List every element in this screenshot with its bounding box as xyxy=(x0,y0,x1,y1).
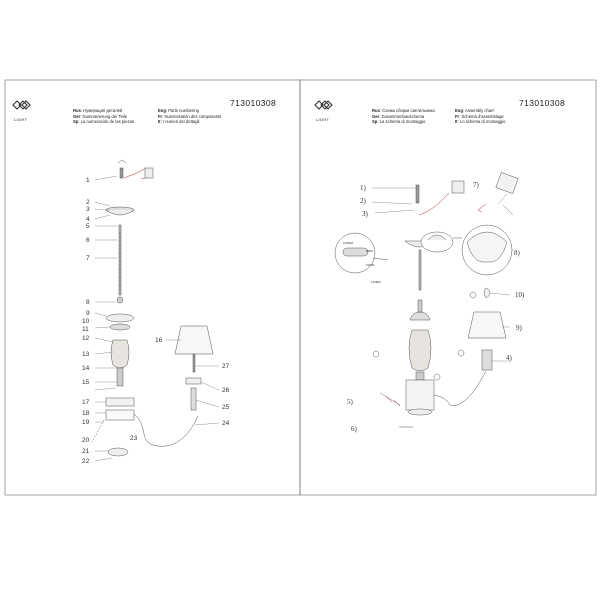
step-label: 6) xyxy=(351,425,358,433)
dimension-label: 5MM xyxy=(366,249,373,253)
legend-line: Sp: La schema di montaggio xyxy=(372,119,426,125)
part-number: 11 xyxy=(82,326,89,333)
part-number: 21 xyxy=(82,448,90,455)
brand-logo-text: LIGHT xyxy=(14,117,28,122)
part-number: 13 xyxy=(82,351,90,358)
part-number: 3 xyxy=(86,206,90,213)
legend-line: It: I numeri dei dettagli xyxy=(158,119,200,125)
legend-line: Rus: Нумерация деталей xyxy=(73,108,123,113)
step-label: 3) xyxy=(362,210,369,218)
legend-line: It: Lo schema di montaggio xyxy=(455,119,506,125)
vase-body xyxy=(408,329,432,372)
legend-line: Rus: Схема сборки светильника xyxy=(372,108,435,113)
socket-part xyxy=(185,377,202,385)
legend-left-col: Rus: Схема сборки светильника Ger: Zusam… xyxy=(372,108,435,125)
arm-part xyxy=(133,413,199,447)
dimension-label: 110MM xyxy=(371,280,381,284)
part-number: 16 xyxy=(155,337,163,344)
legend-left-col: Rus: Нумерация деталей Ger: Nummerierung… xyxy=(73,108,134,125)
step-label: 4) xyxy=(506,354,513,362)
part-number: 22 xyxy=(82,458,90,465)
finial-part xyxy=(107,447,129,457)
brand-logo-icon xyxy=(314,100,333,110)
bulb-part xyxy=(483,287,491,299)
lamp-shade xyxy=(467,311,507,339)
dimension-label: 100MM xyxy=(343,241,354,245)
part-number: 25 xyxy=(222,404,230,411)
part-number: 14 xyxy=(82,365,90,372)
step-label: 10) xyxy=(515,291,525,299)
ring-part xyxy=(116,296,124,304)
part-number: 6 xyxy=(86,237,90,244)
legend-line: Ger: Zusammenbauschema xyxy=(372,113,425,119)
part-number: 17 xyxy=(82,399,90,406)
part-number: 9 xyxy=(86,310,90,317)
part-number: 5 xyxy=(86,223,90,230)
parts-diagram: 1 2 3 4 5 6 7 8 9 10 11 12 13 14 15 16 1… xyxy=(82,159,230,465)
step-label: 1) xyxy=(360,184,367,192)
part-number: 12 xyxy=(82,335,90,342)
junction-box xyxy=(451,180,465,194)
part-number: 23 xyxy=(130,435,138,442)
part-number: 2 xyxy=(86,199,90,206)
dimension-label: 10MM xyxy=(366,263,375,267)
step-label: 8) xyxy=(514,249,521,257)
screw-part xyxy=(119,167,124,179)
legend-right-col: Eng: Assembly chart Fr: Schéma d'assembl… xyxy=(455,108,506,125)
part-number: 24 xyxy=(222,420,230,427)
part-number: 19 xyxy=(82,419,90,426)
arm-part xyxy=(433,370,487,406)
part-number: 26 xyxy=(222,387,230,394)
brand-logo-text: LIGHT xyxy=(316,117,330,122)
part-number: 4 xyxy=(86,216,90,223)
brand-logo-icon xyxy=(12,100,31,110)
legend-line: Eng: Assembly chart xyxy=(455,108,494,113)
legend-right-col: Eng: Parts numbering Fr: Numérotation de… xyxy=(158,108,221,125)
legend-line: Fr: Schéma d'assemblage xyxy=(455,113,504,119)
step-label: 7) xyxy=(473,181,480,189)
legend-line: Fr: Numérotation des composants xyxy=(158,113,222,119)
product-code: 713010308 xyxy=(519,98,566,108)
product-code: 713010308 xyxy=(230,98,277,108)
legend-line: Sp: La numeración de las piezas xyxy=(73,119,134,125)
part-number: 8 xyxy=(86,299,90,306)
cup-part xyxy=(105,313,135,323)
part-number: 27 xyxy=(222,363,230,370)
part-number: 1 xyxy=(86,177,90,184)
step-label: 2) xyxy=(360,197,367,205)
part-number: 7 xyxy=(86,255,90,262)
legend-line: Eng: Parts numbering xyxy=(158,108,199,113)
part-number: 18 xyxy=(82,410,90,417)
part-number: 15 xyxy=(82,379,90,386)
step-label: 5) xyxy=(347,398,354,406)
step-label: 9) xyxy=(516,324,523,332)
shade-part xyxy=(174,325,214,355)
part-number: 20 xyxy=(82,437,90,444)
part-number: 10 xyxy=(82,318,90,325)
hook-part xyxy=(117,159,127,164)
legend-line: Ger: Nummerierung der Teile xyxy=(73,113,128,119)
